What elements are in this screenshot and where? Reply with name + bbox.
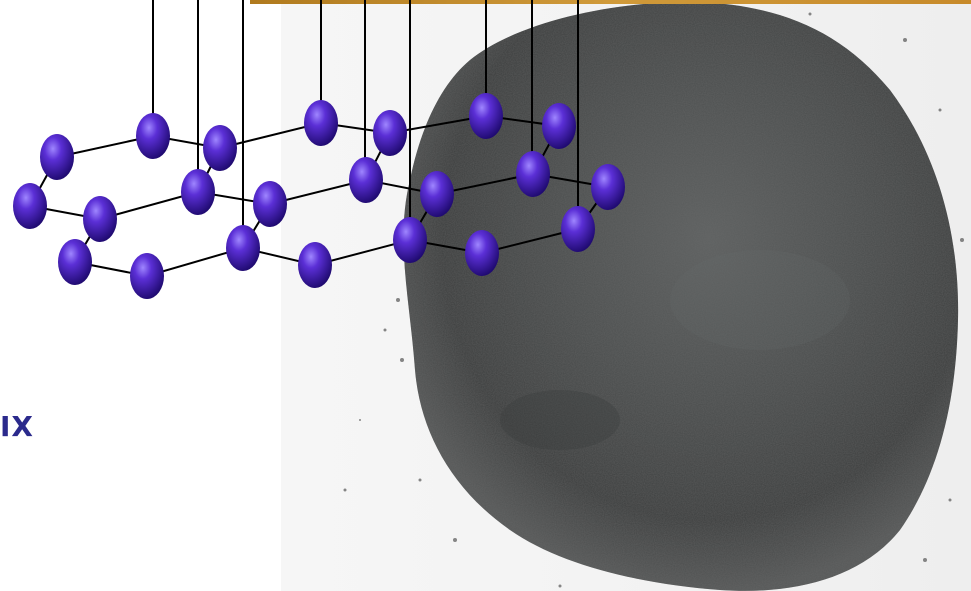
carbon-atom xyxy=(40,134,74,180)
carbon-atom xyxy=(591,164,625,210)
carbon-atom xyxy=(349,157,383,203)
carbon-atom xyxy=(373,110,407,156)
interlayer-bonds xyxy=(152,0,579,240)
carbon-atom xyxy=(181,169,215,215)
carbon-atom xyxy=(83,196,117,242)
carbon-atom xyxy=(253,181,287,227)
carbon-atom xyxy=(130,253,164,299)
carbon-atom xyxy=(298,242,332,288)
header-accent-bar xyxy=(250,0,971,4)
carbon-atom xyxy=(469,93,503,139)
lattice-atoms xyxy=(13,93,625,299)
carbon-atom xyxy=(136,113,170,159)
carbon-atom xyxy=(58,239,92,285)
slide-section-label: IX xyxy=(0,410,35,443)
carbon-atom xyxy=(561,206,595,252)
carbon-atom xyxy=(516,151,550,197)
carbon-atom xyxy=(465,230,499,276)
carbon-atom xyxy=(542,103,576,149)
carbon-atom xyxy=(420,171,454,217)
carbon-atom xyxy=(226,225,260,271)
carbon-atom xyxy=(393,217,427,263)
carbon-atom xyxy=(304,100,338,146)
carbon-atom xyxy=(203,125,237,171)
carbon-atom xyxy=(13,183,47,229)
